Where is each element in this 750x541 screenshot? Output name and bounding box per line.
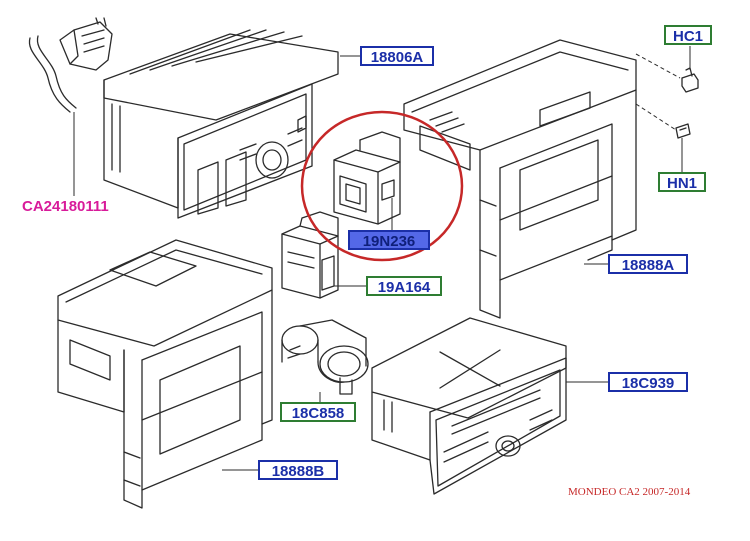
label-18888a[interactable]: 18888A bbox=[608, 254, 688, 274]
label-ca24180111[interactable]: CA24180111 bbox=[22, 198, 109, 215]
leader-hc1-dash bbox=[635, 53, 681, 79]
clip-hc1-icon bbox=[681, 67, 699, 93]
label-19n236[interactable]: 19N236 bbox=[348, 230, 430, 250]
switch-box-icon bbox=[333, 131, 401, 225]
label-18888b[interactable]: 18888B bbox=[258, 460, 338, 480]
switch-19a164-icon bbox=[281, 211, 339, 299]
label-18806a[interactable]: 18806A bbox=[360, 46, 434, 66]
label-19a164[interactable]: 19A164 bbox=[366, 276, 442, 296]
label-18c858[interactable]: 18C858 bbox=[280, 402, 356, 422]
radio-lower-icon bbox=[371, 317, 567, 495]
clip-hn1-icon bbox=[675, 123, 691, 139]
housing-left-icon bbox=[57, 239, 273, 509]
label-hn1[interactable]: HN1 bbox=[658, 172, 706, 192]
leader-hn1-dash bbox=[635, 103, 677, 131]
socket-icon bbox=[281, 319, 369, 395]
model-caption: MONDEO CA2 2007-2014 bbox=[568, 486, 691, 498]
housing-right-icon bbox=[403, 39, 637, 319]
label-hc1[interactable]: HC1 bbox=[664, 25, 712, 45]
label-18c939[interactable]: 18C939 bbox=[608, 372, 688, 392]
radio-upper-icon bbox=[103, 29, 339, 219]
wiring-harness-icon bbox=[25, 17, 113, 116]
highlight-circle bbox=[300, 110, 464, 262]
